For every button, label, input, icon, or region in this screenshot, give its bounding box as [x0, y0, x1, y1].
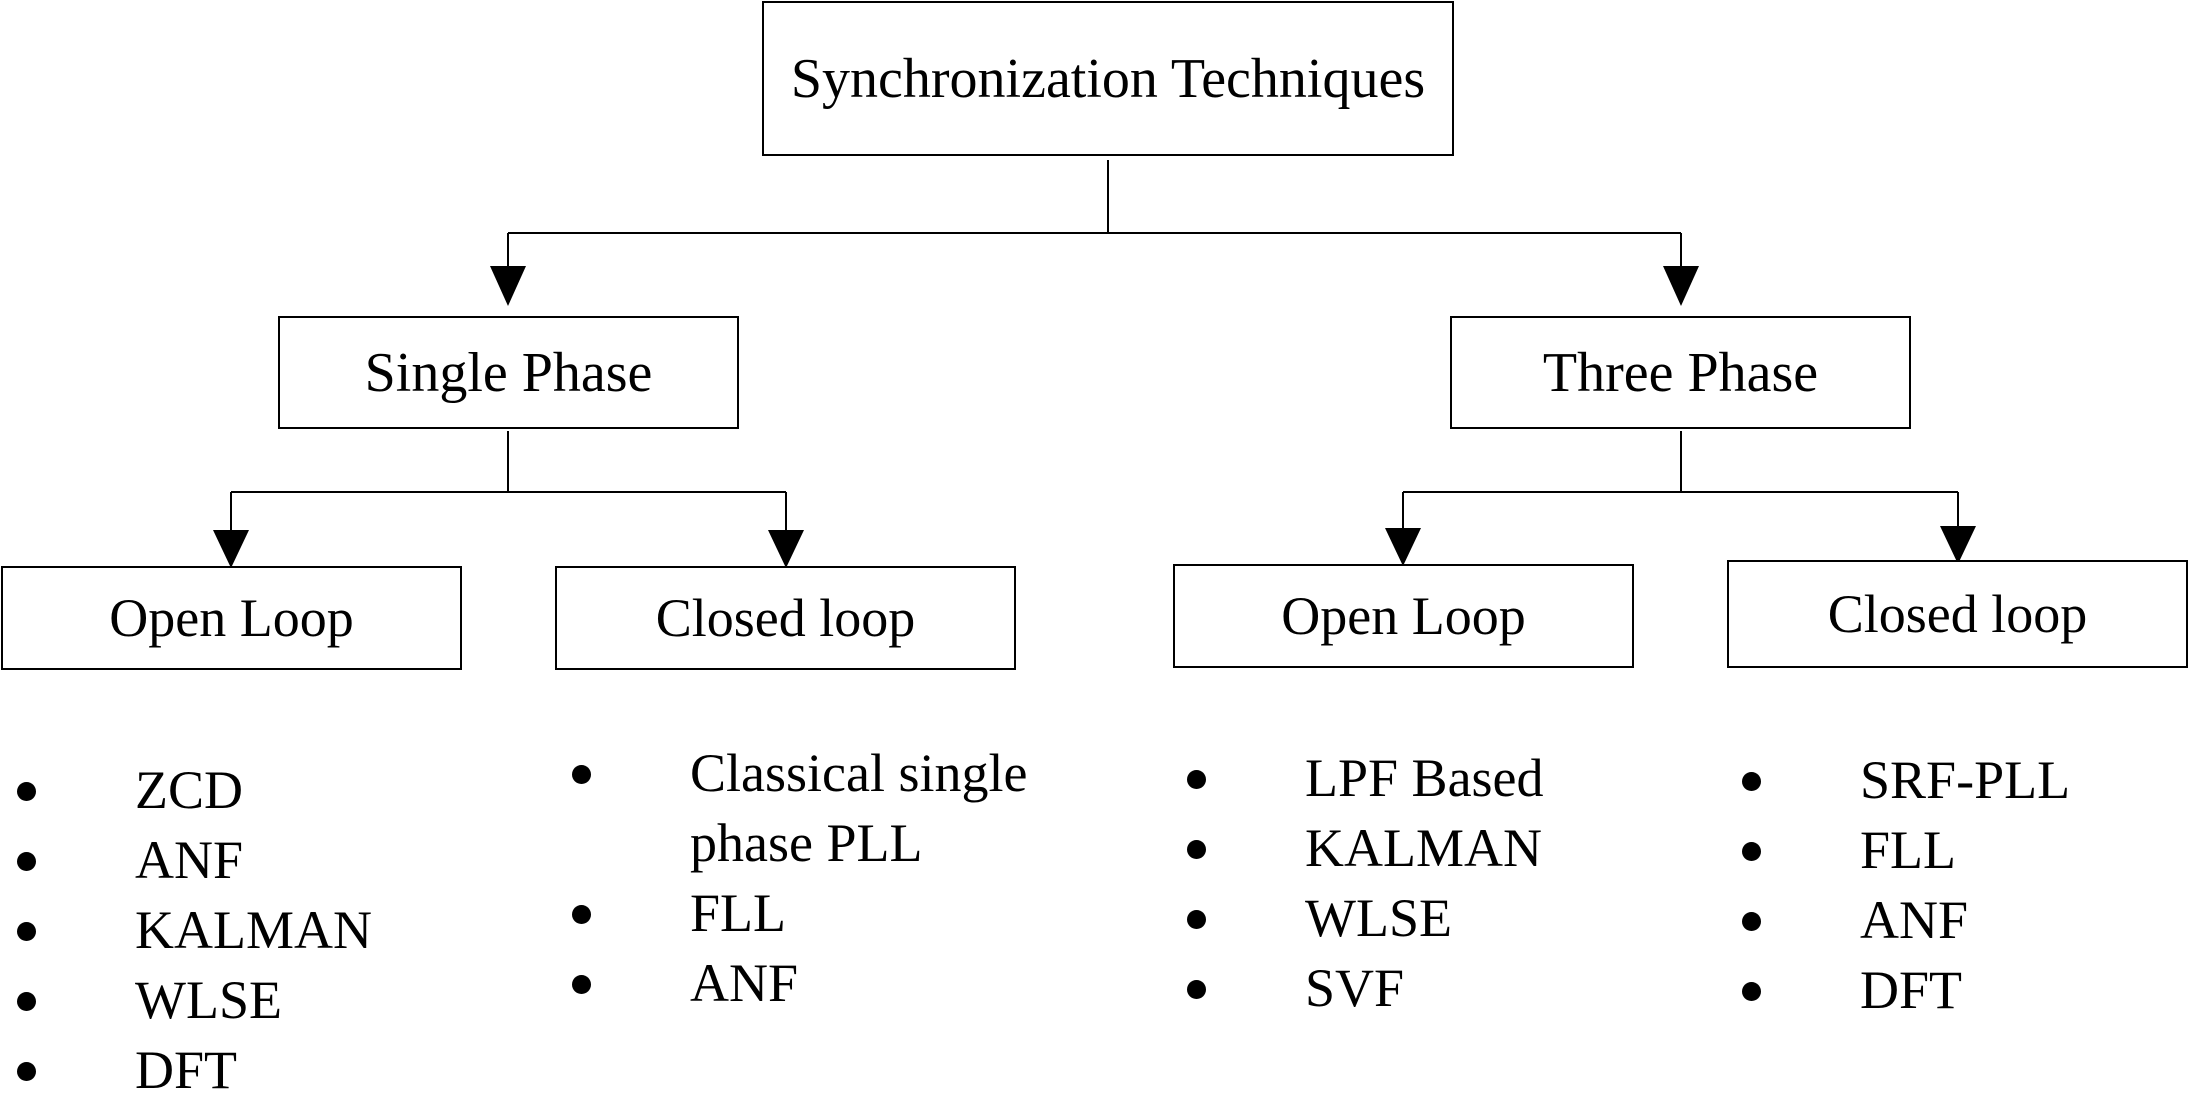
list-item-label: SRF-PLL: [1860, 750, 2071, 810]
single-phase-node: Single Phase: [278, 316, 739, 429]
three-phase-open-loop-list: LPF Based KALMAN WLSE SVF: [1187, 743, 1544, 1023]
arrowhead-three-phase: [1663, 266, 1699, 306]
bullet-icon: [1187, 980, 1206, 999]
single-phase-label: Single Phase: [364, 341, 653, 404]
list-item: WLSE: [17, 965, 372, 1035]
list-item-label: LPF Based: [1305, 748, 1544, 808]
list-item: KALMAN: [17, 895, 372, 965]
arrowhead-tp-open: [1385, 528, 1421, 566]
bullet-icon: [17, 852, 36, 871]
list-item-label: ANF: [135, 830, 244, 890]
list-item-label: FLL: [1860, 820, 1957, 880]
list-item: KALMAN: [1187, 813, 1544, 883]
three-phase-open-loop-label: Open Loop: [1281, 586, 1526, 646]
three-phase-closed-loop-node: Closed loop: [1727, 560, 2188, 668]
list-item-label-line-1: Classical single: [690, 743, 1028, 803]
root-node: Synchronization Techniques: [762, 1, 1454, 156]
bullet-icon: [17, 922, 36, 941]
three-phase-closed-loop-label: Closed loop: [1827, 584, 2088, 644]
list-item-label: WLSE: [1305, 888, 1452, 948]
three-phase-label: Three Phase: [1542, 341, 1819, 404]
arrowhead-tp-closed: [1940, 526, 1976, 564]
arrowhead-sp-closed: [768, 530, 804, 568]
bullet-icon: [17, 1062, 36, 1081]
bullet-icon: [1187, 770, 1206, 789]
list-item: DFT: [17, 1035, 372, 1105]
bullet-icon: [1742, 912, 1761, 931]
bullet-icon: [1742, 772, 1761, 791]
bullet-icon: [17, 992, 36, 1011]
list-item: FLL: [1742, 815, 2070, 885]
list-item-label: ANF: [1860, 890, 1969, 950]
list-item-label: KALMAN: [1305, 818, 1542, 878]
three-phase-closed-loop-list: SRF-PLL FLL ANF DFT: [1742, 745, 2070, 1025]
arrowhead-sp-open: [213, 530, 249, 568]
single-phase-open-loop-node: Open Loop: [1, 566, 462, 670]
list-item: ANF: [1742, 885, 2070, 955]
list-item: SRF-PLL: [1742, 745, 2070, 815]
list-item: DFT: [1742, 955, 2070, 1025]
list-item-label: ZCD: [135, 760, 243, 820]
single-phase-closed-loop-list: Classical single phase PLL FLL ANF: [572, 738, 1027, 1018]
bullet-icon: [1187, 840, 1206, 859]
single-phase-open-loop-label: Open Loop: [109, 588, 354, 648]
list-item: SVF: [1187, 953, 1544, 1023]
list-item-label: KALMAN: [135, 900, 372, 960]
list-item-label: ANF: [690, 953, 799, 1013]
list-item-label: DFT: [135, 1040, 238, 1100]
list-item: LPF Based: [1187, 743, 1544, 813]
list-item: FLL: [572, 878, 1027, 948]
bullet-icon: [1187, 910, 1206, 929]
single-phase-closed-loop-label: Closed loop: [655, 588, 916, 648]
bullet-icon: [572, 905, 591, 924]
bullet-icon: [17, 782, 36, 801]
bullet-icon: [572, 765, 591, 784]
arrowhead-single-phase: [490, 266, 526, 306]
single-phase-closed-loop-node: Closed loop: [555, 566, 1016, 670]
three-phase-open-loop-node: Open Loop: [1173, 564, 1634, 668]
list-item-label: SVF: [1305, 958, 1405, 1018]
list-item-label: WLSE: [135, 970, 282, 1030]
list-item: WLSE: [1187, 883, 1544, 953]
bullet-icon: [1742, 842, 1761, 861]
bullet-icon: [1742, 982, 1761, 1001]
three-phase-node: Three Phase: [1450, 316, 1911, 429]
list-item-label: DFT: [1860, 960, 1963, 1020]
root-label: Synchronization Techniques: [790, 47, 1426, 110]
list-item-label-line-2: phase PLL: [690, 813, 923, 873]
single-phase-open-loop-list: ZCD ANF KALMAN WLSE DFT: [17, 755, 372, 1105]
list-item: ZCD: [17, 755, 372, 825]
list-item: Classical single phase PLL: [572, 738, 1027, 878]
bullet-icon: [572, 975, 591, 994]
list-item: ANF: [17, 825, 372, 895]
list-item: ANF: [572, 948, 1027, 1018]
list-item-label: FLL: [690, 883, 787, 943]
